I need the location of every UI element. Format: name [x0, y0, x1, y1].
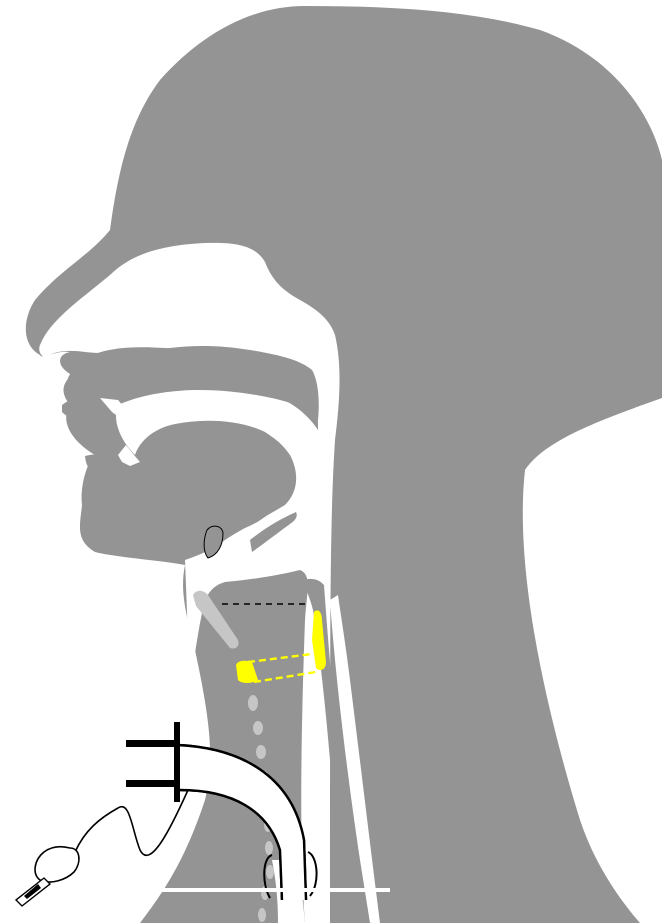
tube-flange-upper — [126, 740, 180, 747]
pilot-line — [75, 790, 188, 855]
tube-flange-lower — [126, 780, 180, 787]
section-bottom-edge — [150, 888, 390, 892]
inflation-pilot-balloon-icon — [16, 847, 79, 906]
tube-flange-vertical — [174, 722, 180, 802]
